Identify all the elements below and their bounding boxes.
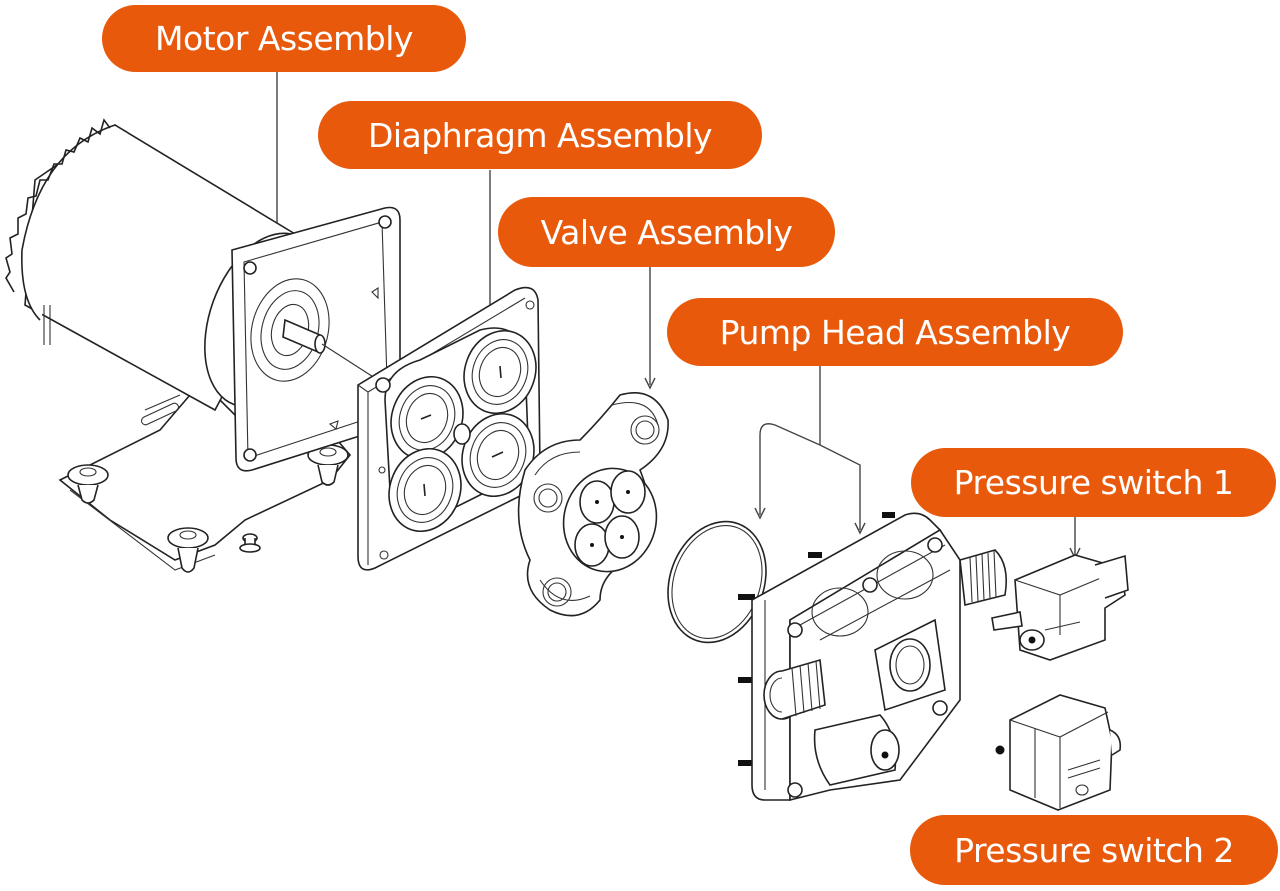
motor-assembly-drawing (5, 118, 401, 573)
pump-head-assembly-drawing (738, 512, 1008, 802)
diaphragm-assembly-drawing (357, 286, 541, 571)
pressure-switch-2-drawing (995, 694, 1122, 811)
leader-valve (644, 267, 656, 390)
leader-ps1 (1069, 517, 1081, 560)
leader-pumphead (754, 366, 866, 535)
pressure-switch-1-drawing (991, 554, 1129, 661)
label-pressure-switch-1: Pressure switch 1 (911, 448, 1276, 517)
label-pressure-switch-2: Pressure switch 2 (910, 815, 1278, 885)
label-motor-assembly: Motor Assembly (102, 5, 466, 72)
leader-lines (276, 72, 1081, 560)
label-valve-assembly: Valve Assembly (498, 197, 835, 267)
valve-assembly-drawing (517, 391, 669, 617)
label-pump-head-assembly: Pump Head Assembly (667, 298, 1123, 366)
label-diaphragm-assembly: Diaphragm Assembly (318, 101, 762, 169)
